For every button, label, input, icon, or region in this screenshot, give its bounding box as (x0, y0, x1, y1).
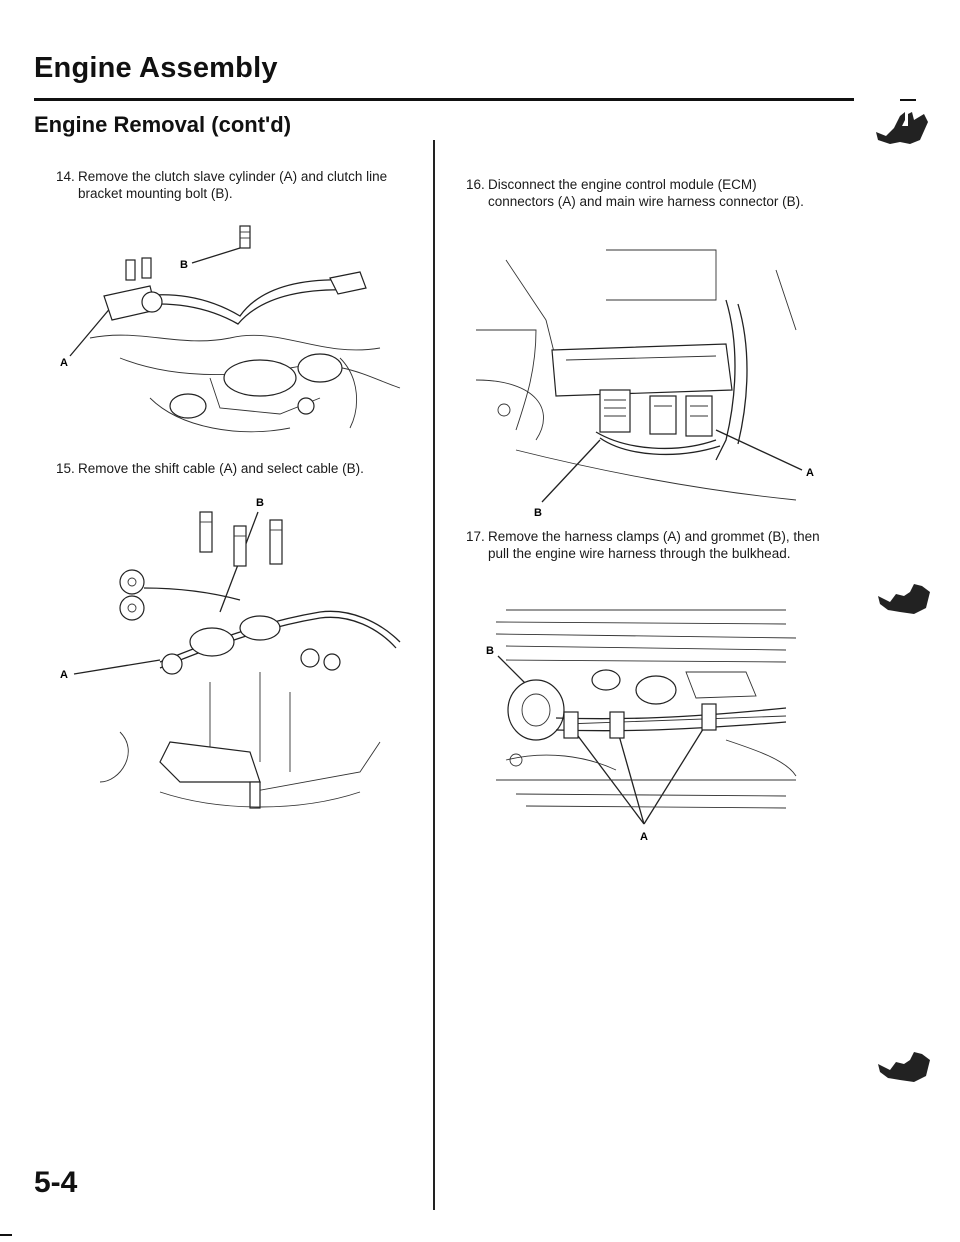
callout-label-b: B (256, 497, 264, 509)
header-rule-tail (900, 99, 916, 101)
page-title: Engine Assembly (34, 52, 278, 84)
clutch-slave-cylinder-figure: A B (60, 225, 401, 433)
callout-label-b: B (534, 507, 542, 519)
step-number: 15. (56, 461, 75, 476)
callout-label-a: A (60, 669, 68, 681)
step-text: Remove the clutch slave cylinder (A) and… (78, 169, 388, 201)
step-15: 15. Remove the shift cable (A) and selec… (56, 460, 426, 480)
step-17: 17. Remove the harness clamps (A) and gr… (466, 528, 826, 584)
step-text: Remove the harness clamps (A) and gromme… (488, 529, 820, 561)
section-title: Engine Removal (cont'd) (34, 112, 292, 137)
step-number: 17. (466, 529, 485, 544)
step-number: 14. (56, 169, 75, 184)
wrench-tool-icon (878, 584, 930, 614)
callout-label-a: A (806, 467, 814, 479)
page-number: 5-4 (34, 1166, 78, 1199)
shift-select-cable-figure: B A (60, 497, 401, 809)
step-14: 14. Remove the clutch slave cylinder (A)… (56, 168, 426, 208)
column-divider (433, 140, 435, 1210)
step-16: 16. Disconnect the engine control module… (466, 176, 826, 232)
callout-label-a: A (640, 831, 648, 843)
step-text: Remove the shift cable (A) and select ca… (78, 461, 364, 476)
callout-label-b: B (486, 645, 494, 657)
wrench-tool-icon (878, 1052, 930, 1082)
step-text: Disconnect the engine control module (EC… (488, 177, 804, 209)
callout-label-a: A (60, 357, 68, 369)
harness-grommet-figure: B A (486, 609, 797, 843)
footer-mark (0, 1234, 12, 1236)
callout-label-b: B (180, 259, 188, 271)
ecm-connector-figure: A B (475, 249, 814, 519)
step-number: 16. (466, 177, 485, 192)
wrench-tool-icon (876, 112, 928, 144)
header-rule (34, 98, 854, 101)
